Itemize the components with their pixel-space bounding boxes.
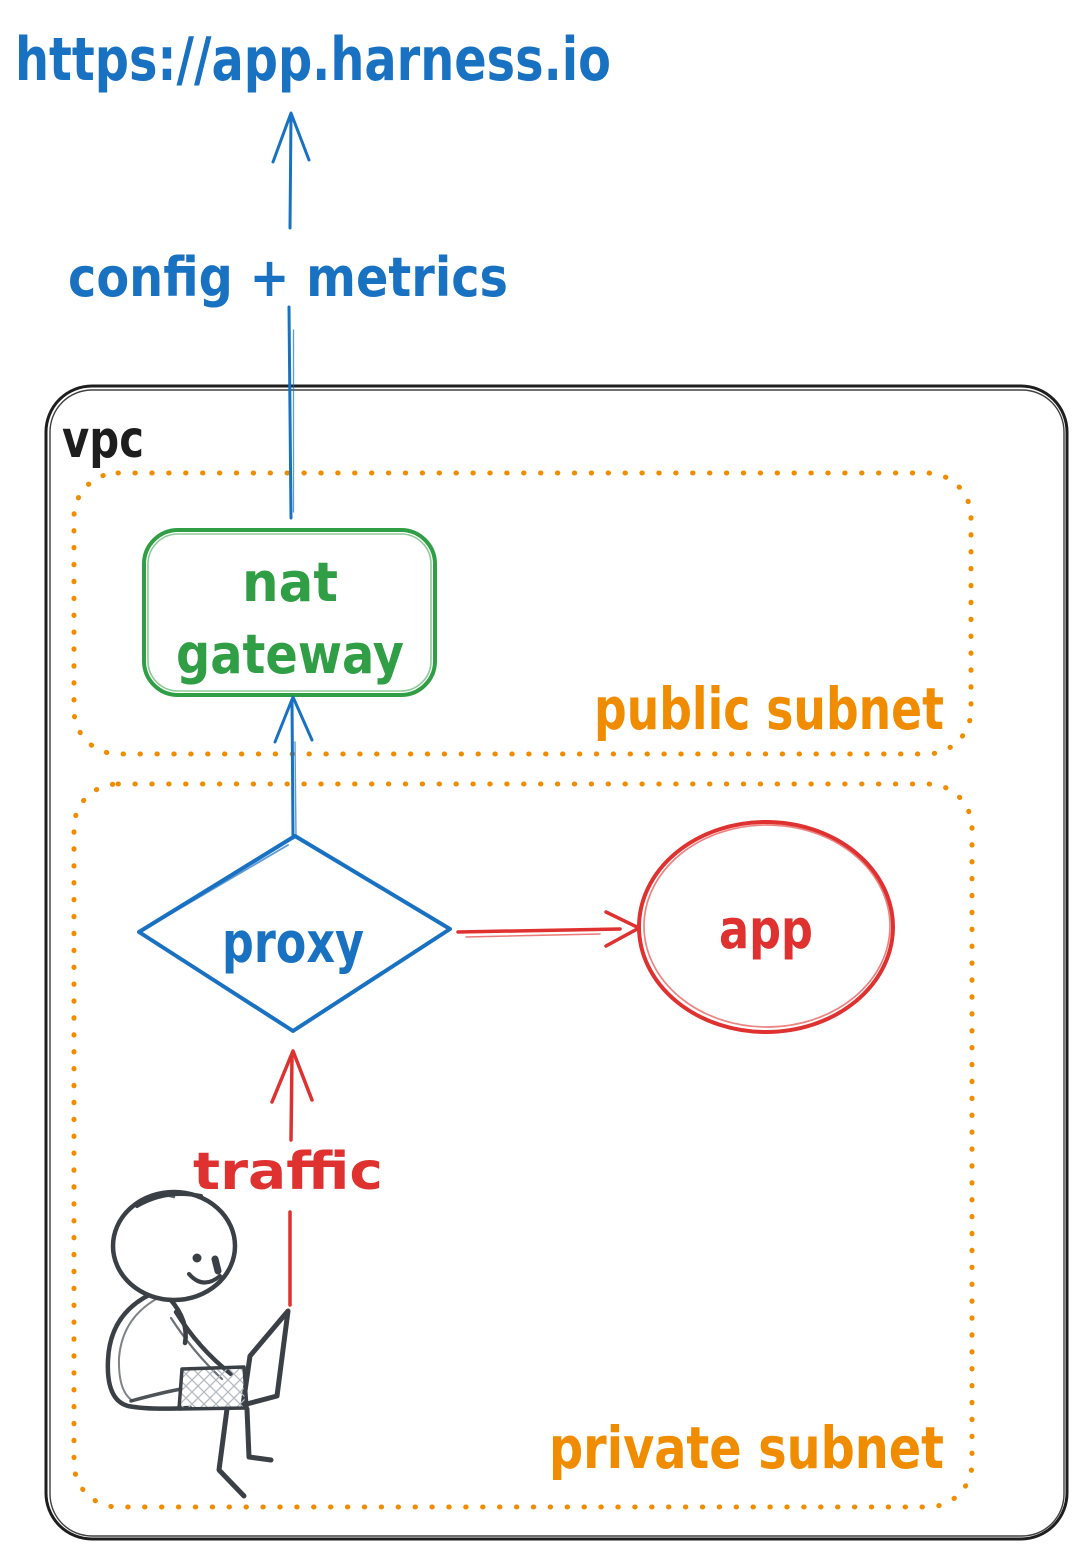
person-head-sketch-stroke	[115, 1263, 177, 1301]
person-eye	[192, 1253, 202, 1263]
person-eye-profile-mark	[211, 1255, 222, 1275]
app-circle	[637, 820, 895, 1034]
proxy-label: proxy	[222, 911, 364, 976]
proxy-to-nat-arrow	[273, 695, 314, 840]
proxy-to-nat-arrow-shaft-sketch	[294, 741, 297, 837]
config-metrics-label: config + metrics	[68, 246, 508, 309]
public-subnet-label: public subnet	[594, 675, 944, 743]
laptop-screen	[240, 1308, 291, 1408]
nat-gateway-box	[142, 528, 437, 697]
proxy-to-nat-arrowhead	[273, 695, 314, 744]
vpc-label: vpc	[62, 410, 144, 470]
nat-gateway-label-line1: nat	[242, 551, 338, 614]
person-leg-left	[216, 1406, 247, 1499]
traffic-arrowhead	[270, 1049, 314, 1104]
url-label: https://app.harness.io	[15, 25, 611, 95]
nat-gateway-label-line2: gateway	[176, 623, 404, 686]
person-hair-flick	[146, 1194, 176, 1202]
person-lap	[129, 1387, 183, 1403]
person-body	[105, 1291, 193, 1411]
proxy-diamond	[137, 834, 452, 1033]
proxy-to-app-arrow-shaft-sketch	[465, 933, 601, 938]
config-metrics-arrow	[271, 111, 311, 520]
proxy-to-nat-arrow-shaft	[290, 698, 295, 840]
proxy-diamond-sketch-stroke	[149, 844, 289, 927]
private-subnet-label: private subnet	[549, 1414, 944, 1482]
laptop-keyboard	[177, 1365, 249, 1411]
app-circle-sketch-stroke	[643, 824, 891, 1028]
proxy-to-app-arrow-shaft	[456, 927, 622, 934]
config-metrics-arrow-shaft-upper	[288, 113, 293, 230]
app-label: app	[719, 898, 813, 961]
person-body-sketch-stroke	[117, 1297, 159, 1402]
person-figure	[105, 1189, 291, 1499]
traffic-arrow-shaft-upper	[289, 1053, 294, 1142]
public-subnet-box	[71, 470, 974, 757]
config-metrics-arrow-shaft-lower	[287, 305, 293, 520]
person-leg-right	[244, 1406, 274, 1463]
private-subnet-box	[71, 781, 975, 1510]
vpc-box	[44, 384, 1069, 1541]
traffic-label: traffic	[193, 1142, 383, 1202]
proxy-to-app-arrow	[456, 910, 641, 948]
vpc-box-sketch-stroke	[49, 389, 1065, 1537]
traffic-arrow	[270, 1049, 314, 1307]
config-metrics-arrowhead	[271, 111, 311, 164]
nat-gateway-box-sketch-stroke	[147, 533, 432, 692]
person-smile	[187, 1272, 222, 1285]
